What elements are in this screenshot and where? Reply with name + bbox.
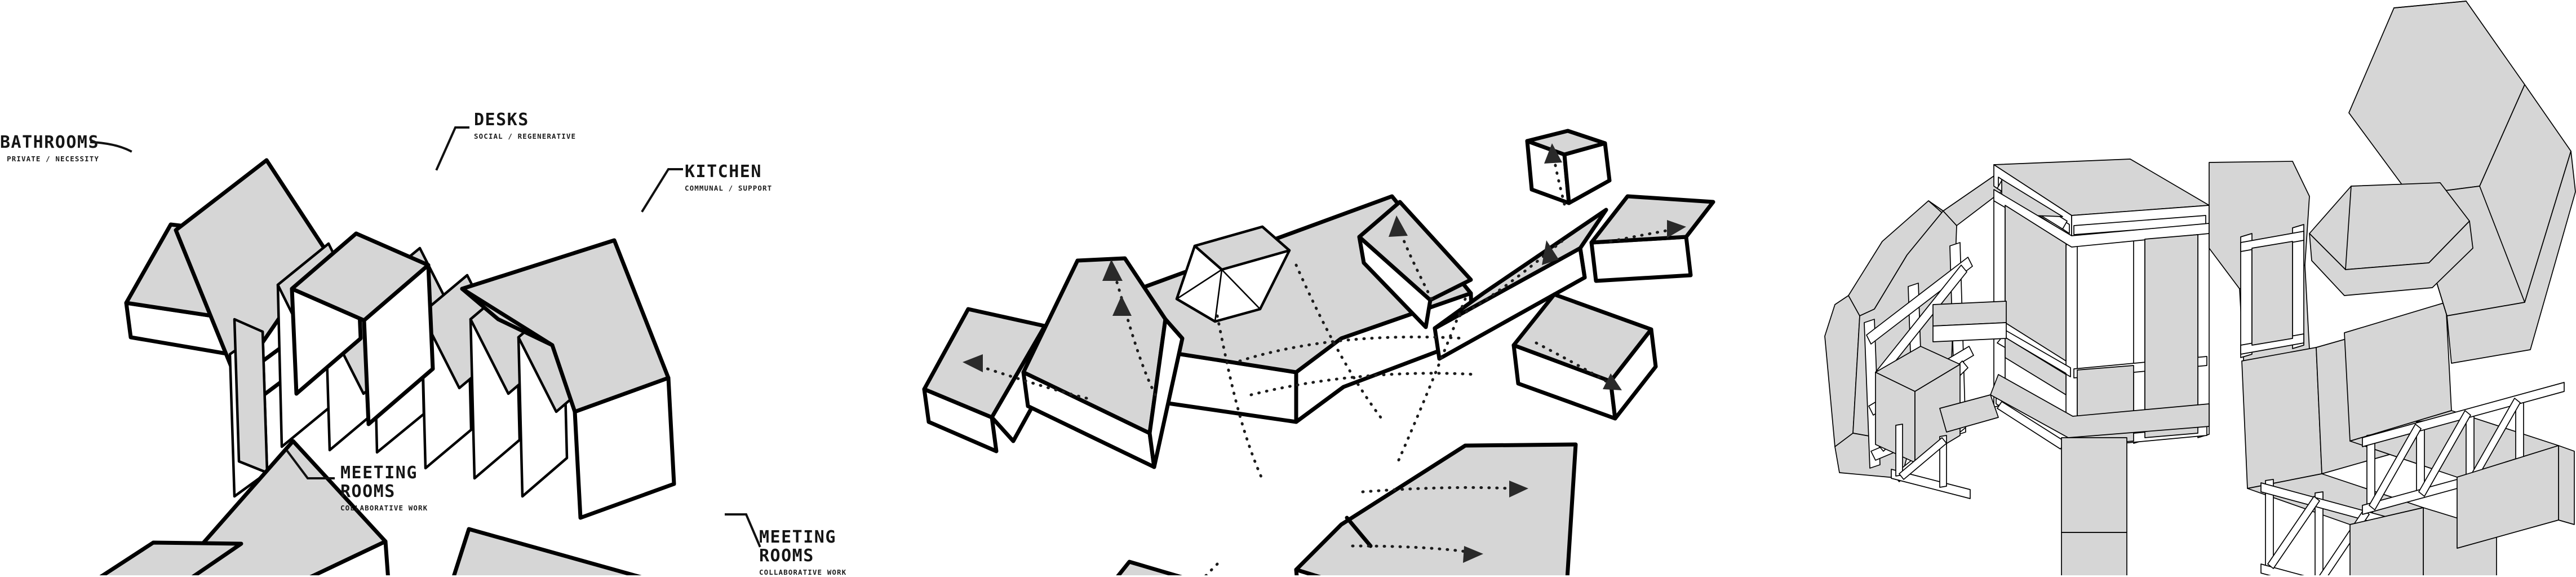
flow-arrow-lower-right-a	[1509, 481, 1528, 497]
program-axon-svg	[90, 126, 761, 575]
struct-drop-column	[2061, 437, 2127, 575]
structure-axon-svg	[1824, 1, 2576, 575]
flow-path-core-hidden-a	[1216, 314, 1264, 481]
annotation-meeting-rooms-left: MEETING ROOMS COLLABORATIVE WORK	[340, 464, 428, 513]
structural-framing-axonometric	[1781, 0, 2576, 575]
annotation-meeting-right-subtitle: COLLABORATIVE WORK	[759, 568, 847, 576]
annotation-kitchen-title: KITCHEN	[685, 162, 762, 182]
flow-arrow-upper-left-1	[1102, 259, 1123, 281]
leader-desks	[435, 126, 469, 171]
struct-tilted-roof-plane	[2348, 1, 2576, 364]
flow-path-outer-left	[979, 365, 1088, 400]
circ-wing-lower-right-plate	[1294, 442, 1578, 575]
leader-meeting-left	[286, 450, 335, 479]
annotation-meeting-rooms-right: MEETING ROOMS COLLABORATIVE WORK	[759, 528, 846, 577]
struct-central-tower	[1993, 158, 2210, 451]
struct-left-shelf	[1932, 301, 2007, 342]
volume-desks-head	[290, 231, 435, 426]
flow-path-far-right	[1609, 228, 1671, 243]
flow-arrow-upper-right-vert	[1544, 143, 1562, 164]
flow-arrow-right-mid	[1603, 373, 1622, 390]
leader-bathrooms	[90, 140, 132, 153]
annotation-desks: DESKS SOCIAL / REGENERATIVE	[474, 111, 576, 141]
flow-arrow-upper-centre	[1389, 215, 1408, 237]
circ-wing-lower-left-long	[1116, 560, 1183, 575]
flow-path-lower-right-a	[1361, 486, 1512, 494]
flow-path-core-east	[1238, 335, 1467, 363]
circulation-flow-axonometric	[902, 0, 1781, 575]
flow-path-core-east-2	[1249, 372, 1478, 397]
circulation-axon-svg	[922, 129, 1715, 575]
struct-canted-wing-plane	[2309, 182, 2473, 296]
annotation-meeting-right-title: MEETING ROOMS	[759, 527, 836, 566]
circ-wing-upper-centre	[1357, 200, 1473, 329]
flow-path-right-mid	[1535, 341, 1608, 383]
struct-lower-deck	[1939, 374, 2210, 438]
circ-wing-upper-left-inner	[1021, 256, 1185, 469]
program-exploded-axonometric	[0, 0, 902, 575]
annotation-kitchen: KITCHEN COMMUNAL / SUPPORT	[685, 162, 772, 193]
volume-meeting-right-main	[452, 527, 642, 575]
struct-left-low-box	[1875, 346, 1961, 463]
struct-right-upper-wing	[2344, 302, 2575, 549]
struct-lower-left-bay	[1891, 424, 1971, 499]
flow-path-upper-centre	[1399, 232, 1433, 301]
circulation-flow-group	[963, 143, 1686, 575]
annotation-meeting-left-subtitle: COLLABORATIVE WORK	[340, 504, 428, 512]
flow-path-core-hidden-b	[1294, 263, 1382, 419]
circ-wing-upper-right-vert	[1525, 129, 1612, 205]
flow-path-core-hidden-c	[1396, 297, 1467, 464]
annotation-meeting-left-title: MEETING ROOMS	[340, 463, 418, 501]
annotation-kitchen-subtitle: COMMUNAL / SUPPORT	[685, 184, 773, 192]
flow-arrow-upper-left-2	[1112, 296, 1132, 316]
leader-lines-group	[90, 126, 761, 548]
leader-meeting-right	[725, 513, 761, 548]
flow-arrow-far-right	[1667, 220, 1686, 238]
annotation-bathrooms: BATHROOMS PRIVATE / NECESSITY	[0, 133, 99, 164]
leader-kitchen	[641, 168, 683, 213]
volume-bathroom-link	[228, 318, 269, 498]
volume-kitchen	[460, 238, 676, 520]
struct-vertical-shaft	[2240, 224, 2304, 358]
annotation-bathrooms-title: BATHROOMS	[0, 133, 100, 152]
volume-meeting-left-small	[99, 540, 243, 575]
annotation-desks-subtitle: SOCIAL / REGENERATIVE	[474, 132, 577, 140]
circ-wing-right-mid	[1511, 292, 1658, 421]
circ-wing-diagonal-ne	[1433, 208, 1608, 361]
flow-path-upper-right-vert	[1553, 157, 1566, 206]
flow-arrow-outer-left	[963, 354, 983, 372]
flow-arrow-lower-right-b	[1463, 546, 1483, 563]
flow-arrow-ne-arm	[1542, 240, 1559, 265]
annotation-bathrooms-subtitle: PRIVATE / NECESSITY	[7, 155, 100, 163]
circ-wing-far-right-stub	[1589, 194, 1715, 283]
flow-path-ne-arm	[1458, 237, 1566, 318]
annotation-desks-title: DESKS	[474, 110, 529, 130]
